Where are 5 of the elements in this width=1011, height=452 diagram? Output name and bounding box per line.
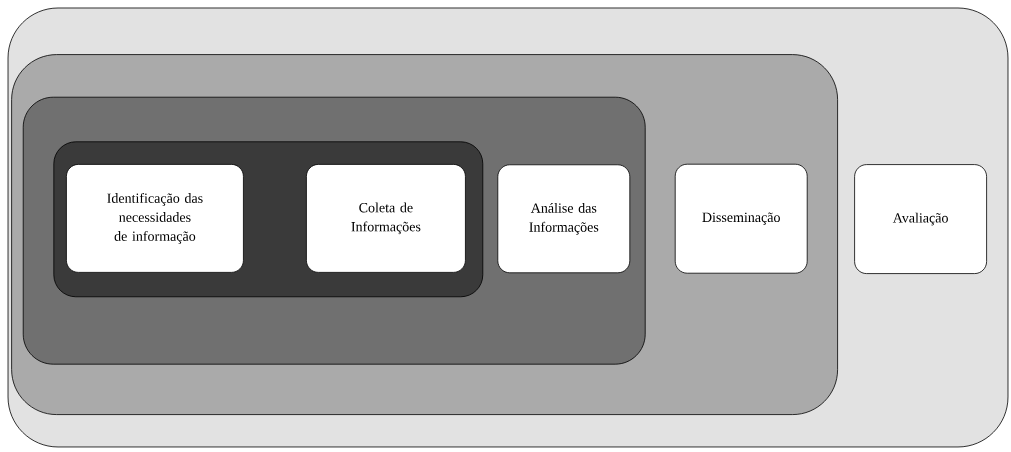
process-box: Identificação das necessidades de informação [66,164,244,273]
process-box: Análise das Informações [497,164,631,274]
process-box: Disseminação [674,163,808,274]
process-box: Coleta de Informações [306,164,466,273]
process-box: Avaliação [854,164,987,274]
